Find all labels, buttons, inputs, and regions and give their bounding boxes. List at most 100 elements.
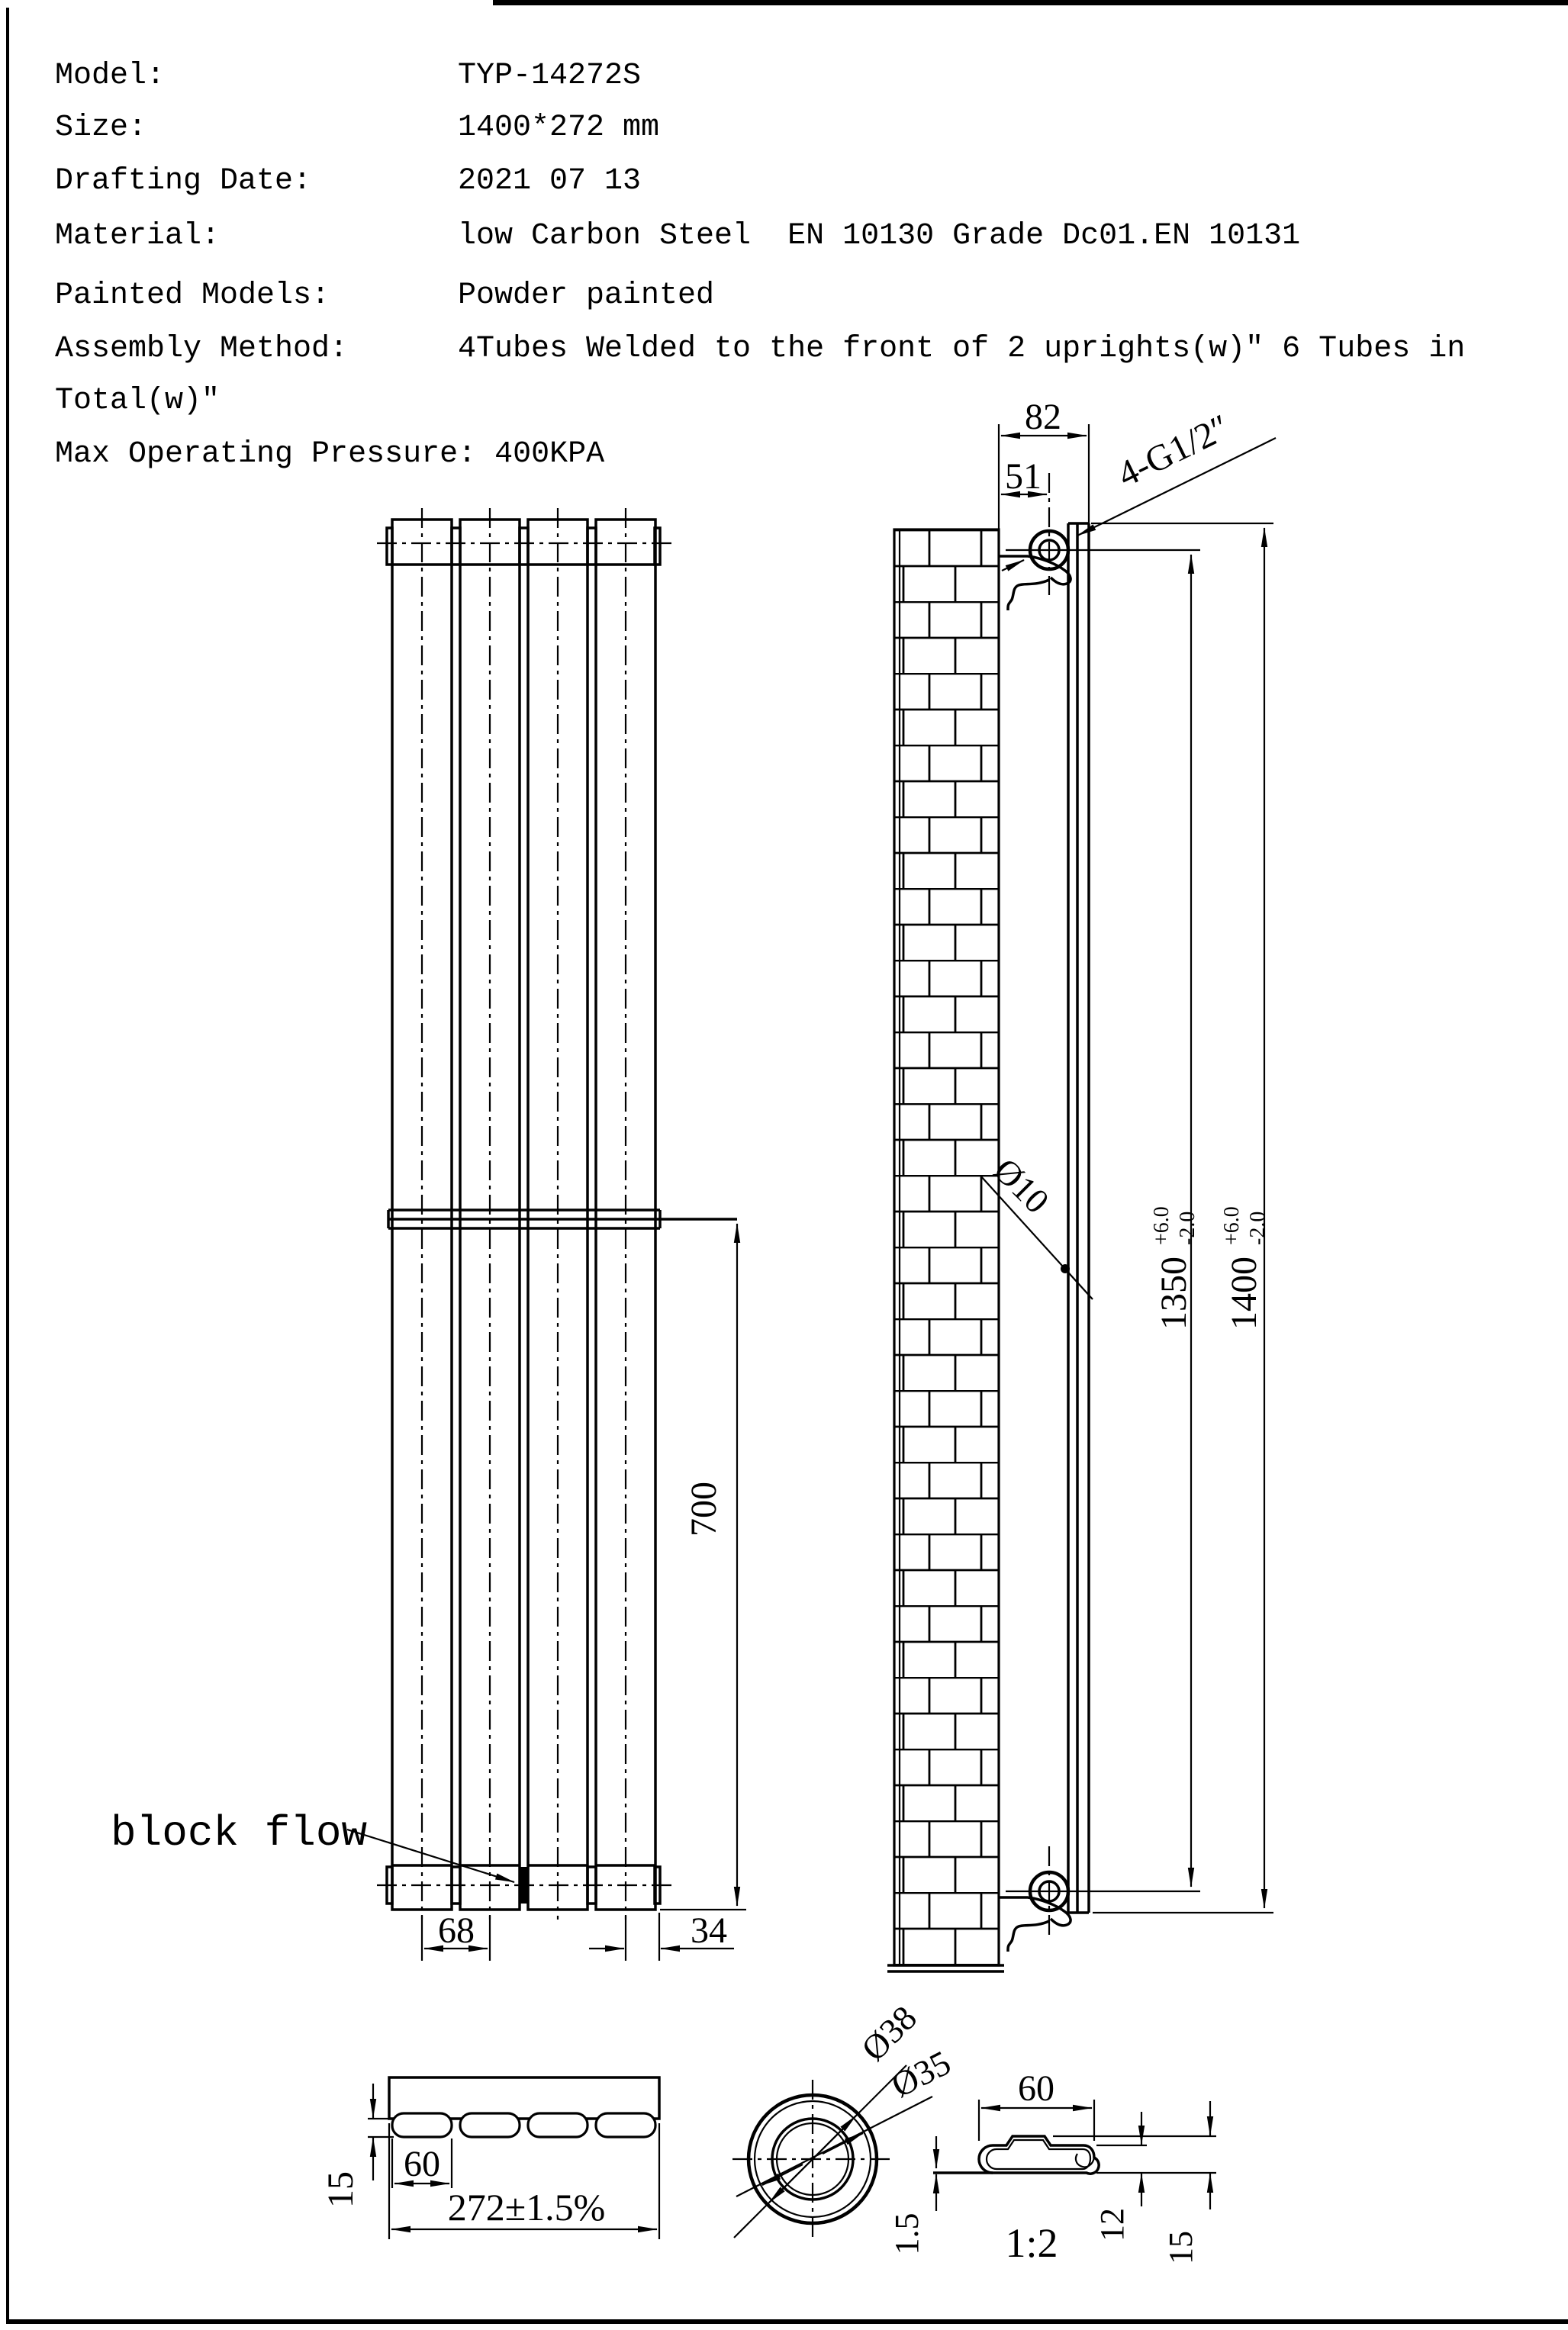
top-bracket [999, 555, 1072, 610]
radiator-side-profile [1067, 522, 1090, 1914]
dim-15p-label: 15 [1162, 2231, 1199, 2264]
dim-68: 68 [420, 1910, 491, 1961]
field-value: Total(w)″ [55, 384, 221, 418]
title-row-date: Drafting Date: 2021 07 13 [55, 164, 641, 198]
top-upright-connectors [450, 526, 597, 566]
dim-82-extensions [997, 424, 1090, 529]
dia-38-arrow-up [810, 2115, 857, 2162]
bottom-upright-connectors [450, 1865, 597, 1905]
field-value: 2021 07 13 [458, 164, 642, 198]
tube-section-2 [459, 2112, 521, 2139]
block-flow-leader [346, 1828, 515, 1884]
dim-1350-tol-minus: -2.0 [1176, 1212, 1199, 1245]
dim-272-label: 272±1.5% [448, 2186, 606, 2229]
field-label: Assembly Method: [55, 332, 349, 366]
title-row-painted: Painted Models: Powder painted [55, 278, 714, 313]
page-border-bottom [6, 2319, 1568, 2324]
title-row-model: Model: TYP-14272S [55, 59, 641, 93]
dia-35-leader [736, 2096, 933, 2197]
hole-leader [980, 1175, 1093, 1300]
profile-seam-curl [1074, 2153, 1096, 2168]
mounting-band [387, 1208, 737, 1230]
title-row-assembly: Assembly Method: 4Tubes Welded to the fro… [55, 332, 1465, 366]
dim-12-label: 12 [1093, 2208, 1131, 2241]
dim-1400-extensions [1091, 522, 1273, 1914]
title-row-pressure: Max Operating Pressure: 400KPA [55, 439, 604, 470]
tube-section-1 [391, 2112, 453, 2139]
dim-12-profile: 12 [1093, 2112, 1216, 2241]
thread-callout: 4-G1/2″ [1077, 407, 1277, 536]
title-row-assembly-wrap: Total(w)″ [55, 386, 220, 417]
field-value: 1400*272 mm [458, 111, 660, 145]
dim-1400-tol-minus: -2.0 [1246, 1212, 1270, 1245]
dim-1400: 1400 +6.0 -2.0 [1091, 522, 1273, 1914]
dim-82-label: 82 [1025, 397, 1061, 437]
dia-35-arrow-up [822, 2132, 864, 2155]
tube-section-4 [594, 2112, 657, 2139]
profile-outer [977, 2135, 1100, 2175]
field-value: Powder painted [458, 278, 715, 313]
field-label: Max Operating Pressure: [55, 437, 477, 471]
detail-section: 15 60 272±1.5% [320, 2076, 661, 2239]
dim-82: 82 [997, 397, 1090, 529]
hole-dot [1061, 1264, 1070, 1273]
dim-60p-label: 60 [1018, 2068, 1054, 2109]
dim-1350-tol-plus: +6.0 [1150, 1206, 1174, 1245]
detail-profile: 1.5 60 12 15 1:2 [888, 2068, 1216, 2266]
page-border-left [6, 8, 9, 2321]
field-value: 400KPA [494, 437, 605, 471]
dim-68-extensions [420, 1915, 491, 1961]
dim-272-extensions [388, 2123, 661, 2239]
thread-label: 4-G1/2″ [1111, 407, 1235, 495]
field-value: 4Tubes Welded to the front of 2 uprights… [458, 332, 1466, 366]
field-label: Model: [55, 59, 166, 93]
dim-1400-value: 1400 [1224, 1257, 1264, 1330]
header-center-lines [377, 542, 673, 1887]
dim-34: 34 [589, 1910, 734, 1961]
dim-60-section: 60 [391, 2139, 453, 2188]
wall-footer [887, 1964, 1004, 1973]
field-label: Material: [55, 219, 221, 253]
dim-700: 700 [684, 1223, 741, 1907]
field-value: low Carbon Steel EN 10130 Grade Dc01.EN … [458, 219, 1301, 253]
dim-wall-1-5: 1.5 [888, 2136, 940, 2255]
side-tabs [385, 526, 662, 1905]
dia-38-arrow-down [768, 2156, 816, 2203]
page-border-top [493, 0, 1568, 5]
field-label: Drafting Date: [55, 164, 312, 198]
dim-51: 51 [1000, 456, 1048, 498]
side-view: 82 51 4-G1/2″ Ø10 1350 [887, 397, 1277, 1973]
dim-1350: 1350 +6.0 -2.0 [1150, 554, 1199, 1887]
title-row-size: Size: 1400*272 mm [55, 111, 659, 145]
dia-35-arrow-down [761, 2164, 803, 2186]
dim-34-label: 34 [691, 1910, 727, 1951]
dim-1400-label-group: 1400 +6.0 -2.0 [1220, 1206, 1270, 1330]
tube-header-lines [392, 563, 655, 1867]
thread-leader [1077, 437, 1277, 536]
title-row-material: Material: low Carbon Steel EN 10130 Grade… [55, 219, 1300, 253]
tube-center-lines [420, 508, 627, 1920]
dim-51-label: 51 [1005, 456, 1042, 497]
dim-60-profile: 60 [977, 2068, 1096, 2141]
field-label: Painted Models: [55, 278, 330, 313]
bottom-bracket [999, 1896, 1072, 1952]
dim-15-profile: 15 [1053, 2101, 1216, 2264]
front-view: 700 68 34 block flow [111, 508, 746, 1961]
hub-horizontal-centerlines [1006, 549, 1200, 1893]
dim-68-label: 68 [438, 1910, 475, 1951]
dim-60-label: 60 [404, 2144, 440, 2184]
field-value: TYP-14272S [458, 59, 642, 93]
dim-1350-label-group: 1350 +6.0 -2.0 [1150, 1206, 1199, 1330]
dim-700-label: 700 [684, 1482, 724, 1537]
dim-60-extensions [391, 2139, 453, 2188]
tube-section-3 [526, 2112, 589, 2139]
dim-1400-tol-plus: +6.0 [1220, 1206, 1244, 1245]
dim-15-label: 15 [320, 2171, 361, 2208]
dim-34-extensions [624, 1913, 661, 1961]
field-label: Size: [55, 111, 147, 145]
brick-wall [893, 528, 1000, 1967]
dim-15-section: 15 [320, 2084, 394, 2208]
dim-1350-value: 1350 [1154, 1257, 1194, 1330]
